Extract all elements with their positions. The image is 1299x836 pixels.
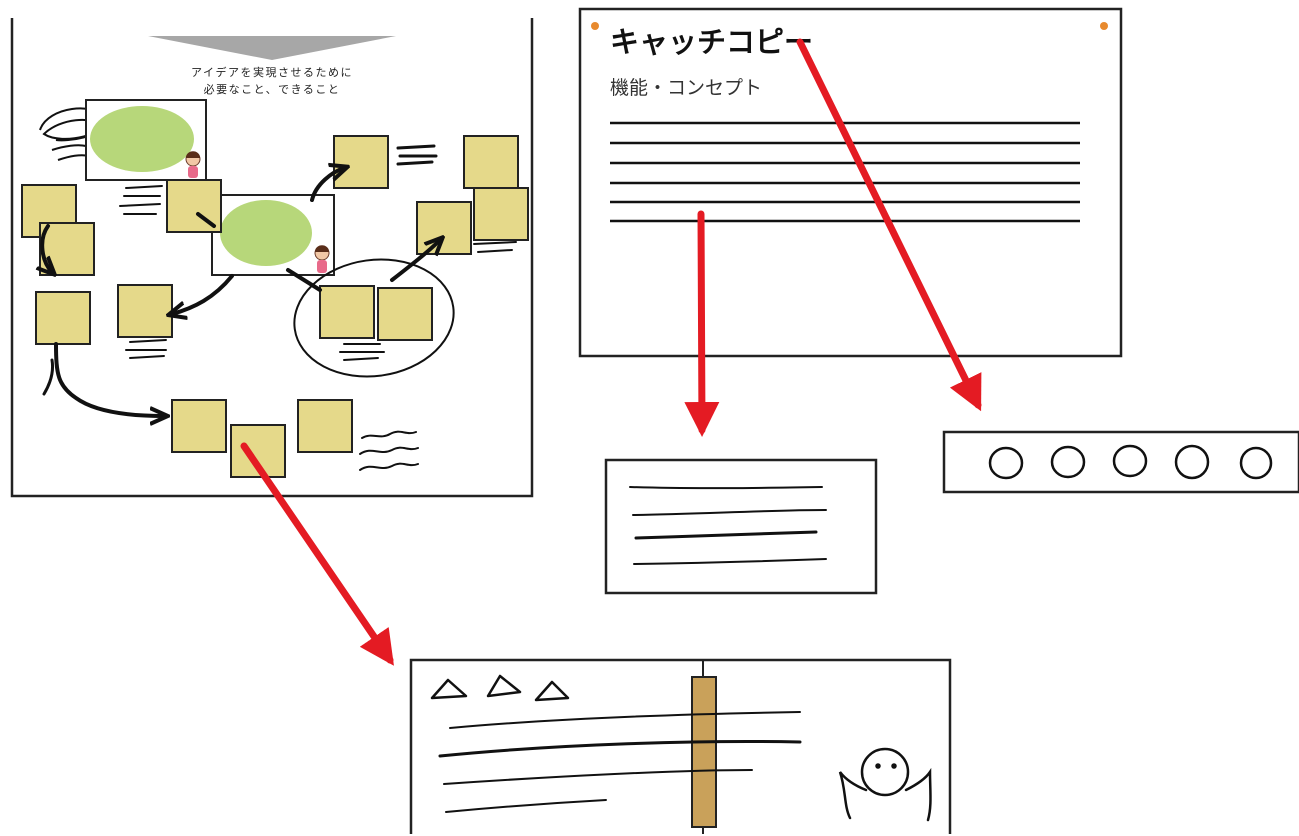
sticky-note (333, 135, 389, 189)
connector-line (42, 358, 54, 396)
triangle-mark-icon (486, 674, 522, 698)
sticky-note (35, 291, 91, 345)
catchcopy-card: キャッチコピー 機能・コンセプト (578, 7, 1123, 358)
curved-arrow (310, 168, 344, 202)
sticky-note (319, 285, 375, 339)
curved-arrow (172, 274, 234, 314)
pin-icon (591, 22, 599, 30)
board-heading-line1: アイデアを実現させるために (191, 65, 353, 79)
body-text-lines (610, 121, 1080, 223)
board-frame (10, 18, 534, 498)
booklet-spread (409, 658, 952, 834)
circle-mark-icon (1050, 445, 1086, 479)
cluster-circle (293, 258, 455, 378)
smiling-character-icon (838, 747, 932, 822)
circle-mark-icon (1239, 446, 1273, 480)
summary-text-lines (629, 486, 827, 565)
pin-icon (1100, 22, 1108, 30)
green-bubble-center (220, 200, 312, 266)
rating-strip (942, 430, 1299, 494)
circle-mark-icon (988, 446, 1024, 480)
curved-arrow (54, 342, 164, 416)
connector-line (286, 268, 322, 292)
summary-frame (604, 458, 878, 595)
funnel-shape (148, 36, 396, 60)
person-icon (314, 245, 330, 273)
circle-mark-icon (1174, 444, 1210, 480)
loop-arrow (42, 224, 52, 272)
sticky-note (473, 187, 529, 241)
rating-frame (942, 430, 1299, 494)
red-arrow-to-booklet (240, 442, 394, 666)
board-heading-line2: 必要なこと、できること (204, 83, 341, 96)
binding-tab (691, 676, 717, 828)
sticky-note (463, 135, 519, 189)
catchcopy-title: キャッチコピー (610, 25, 813, 59)
red-arrow-to-rating (796, 38, 982, 412)
green-bubble-upper (90, 106, 194, 172)
idea-board: アイデアを実現させるために 必要なこと、できること (10, 18, 534, 498)
red-arrow-to-summary (684, 210, 720, 437)
sticky-note (117, 284, 173, 338)
booklet-frame (409, 658, 952, 834)
connector-line (196, 212, 216, 228)
summary-card (604, 458, 878, 595)
circle-mark-icon (1112, 444, 1148, 478)
triangle-mark-icon (534, 680, 570, 702)
curved-arrow (390, 240, 440, 282)
sticky-note (377, 287, 433, 341)
concept-subtitle: 機能・コンセプト (610, 77, 762, 99)
triangle-mark-icon (430, 678, 468, 700)
booklet-text-lines (438, 711, 802, 813)
person-icon (185, 151, 201, 178)
note-scribbles (119, 144, 517, 471)
sticky-note (297, 399, 353, 453)
sticky-note (171, 399, 227, 453)
sticky-note (416, 201, 472, 255)
